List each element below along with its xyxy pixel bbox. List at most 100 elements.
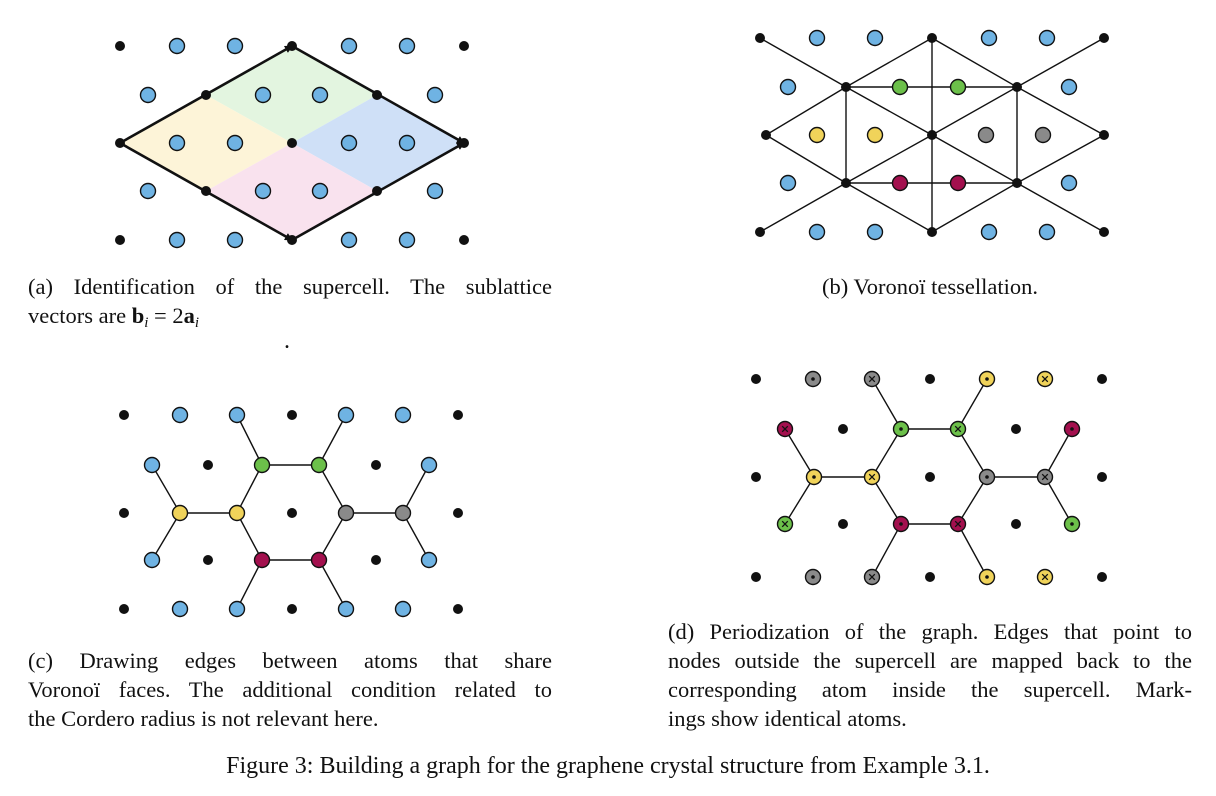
gray-atom — [977, 126, 995, 144]
blue-atom — [340, 134, 358, 152]
voronoi-edge — [1016, 182, 1105, 233]
voronoi-region-pink — [206, 143, 377, 240]
blue-atom — [337, 406, 355, 424]
black-lattice-point — [927, 33, 937, 43]
cross-marking — [954, 520, 962, 528]
blue-atom — [226, 37, 244, 55]
blue-atom — [311, 86, 329, 104]
blue-atom — [168, 134, 186, 152]
black-lattice-point — [1097, 572, 1107, 582]
voronoi-edge — [845, 182, 933, 233]
black-lattice-point — [453, 604, 463, 614]
graph-edge — [957, 523, 988, 578]
graph-edge — [871, 378, 902, 430]
black-lattice-point — [1012, 178, 1022, 188]
caption-d-line-1: (d) Periodization of the graph. Edges th… — [668, 619, 1192, 644]
blue-atom — [1060, 174, 1078, 192]
black-lattice-point — [841, 82, 851, 92]
graph-edge — [318, 414, 347, 466]
black-lattice-point — [201, 186, 211, 196]
graph-edge — [871, 428, 902, 478]
blue-atom — [228, 600, 246, 618]
caption-panel-a: (a) Identification of the supercell. The… — [28, 272, 552, 338]
green-atom — [891, 78, 909, 96]
voronoi-region-blue — [292, 95, 464, 191]
caption-d-line-2: nodes outside the supercell are mapped b… — [668, 648, 1192, 673]
black-lattice-point — [927, 130, 937, 140]
black-lattice-point — [1012, 82, 1022, 92]
dot-marking — [811, 575, 815, 579]
caption-a-math-a: a — [183, 303, 195, 328]
graph-edge — [784, 428, 815, 478]
blue-atom — [394, 600, 412, 618]
blue-atom — [1038, 223, 1056, 241]
black-lattice-point — [459, 235, 469, 245]
black-lattice-point — [459, 41, 469, 51]
dot-marking — [985, 377, 989, 381]
dot-marking — [811, 377, 815, 381]
blue-atom — [1060, 78, 1078, 96]
black-lattice-point — [119, 604, 129, 614]
black-lattice-point — [838, 424, 848, 434]
voronoi-edge — [845, 134, 933, 184]
blue-atom — [420, 456, 438, 474]
voronoi-edge — [1016, 134, 1105, 184]
caption-c-line-2: Voronoï faces. The additional condition … — [28, 677, 552, 702]
dot-marking — [899, 427, 903, 431]
caption-c-line-3: the Cordero radius is not relevant here. — [28, 706, 379, 731]
black-lattice-point — [1099, 227, 1109, 237]
blue-atom — [168, 37, 186, 55]
caption-b-text: (b) Voronoï tessellation. — [821, 274, 1039, 299]
blue-atom — [980, 29, 998, 47]
crimson-atom — [949, 174, 967, 192]
voronoi-edge — [931, 182, 1018, 233]
graph-edge — [1044, 428, 1073, 478]
caption-c-line-1: (c) Drawing edges between atoms that sha… — [28, 648, 552, 673]
black-lattice-point — [751, 374, 761, 384]
crimson-atom — [253, 551, 271, 569]
graph-edge — [402, 464, 430, 514]
blue-atom — [337, 600, 355, 618]
cross-marking — [781, 520, 789, 528]
graph-edge — [957, 428, 988, 478]
cross-marking — [781, 425, 789, 433]
blue-atom — [866, 223, 884, 241]
cross-marking — [1041, 573, 1049, 581]
graph-edge — [236, 512, 263, 561]
caption-a-line-2-prefix: vectors are — [28, 303, 132, 328]
blue-atom — [340, 231, 358, 249]
blue-atom — [398, 231, 416, 249]
cross-marking — [868, 473, 876, 481]
graph-edge — [402, 512, 430, 561]
voronoi-edge — [845, 86, 933, 136]
caption-a-line-1: (a) Identification of the supercell. The… — [28, 274, 552, 299]
black-lattice-point — [925, 472, 935, 482]
voronoi-edge — [1016, 37, 1105, 88]
dot-marking — [985, 575, 989, 579]
black-lattice-point — [1011, 424, 1021, 434]
caption-panel-d: (d) Periodization of the graph. Edges th… — [668, 617, 1192, 733]
panel-b-voronoi-diagram — [755, 29, 1109, 241]
caption-panel-b: (b) Voronoï tessellation. — [700, 272, 1160, 301]
blue-atom — [171, 406, 189, 424]
blue-atom — [980, 223, 998, 241]
black-lattice-point — [287, 604, 297, 614]
blue-atom — [228, 406, 246, 424]
voronoi-edge — [765, 134, 847, 184]
black-lattice-point — [927, 227, 937, 237]
yellow-atom — [808, 126, 826, 144]
black-lattice-point — [372, 186, 382, 196]
voronoi-edge — [765, 86, 847, 136]
black-lattice-point — [287, 235, 297, 245]
black-lattice-point — [119, 410, 129, 420]
blue-atom — [398, 134, 416, 152]
voronoi-edge — [759, 37, 847, 88]
black-lattice-point — [203, 460, 213, 470]
voronoi-edge — [931, 86, 1018, 136]
black-lattice-point — [201, 90, 211, 100]
black-lattice-point — [203, 555, 213, 565]
black-lattice-point — [1097, 472, 1107, 482]
blue-atom — [143, 456, 161, 474]
graph-edge — [236, 414, 263, 466]
black-lattice-point — [1097, 374, 1107, 384]
